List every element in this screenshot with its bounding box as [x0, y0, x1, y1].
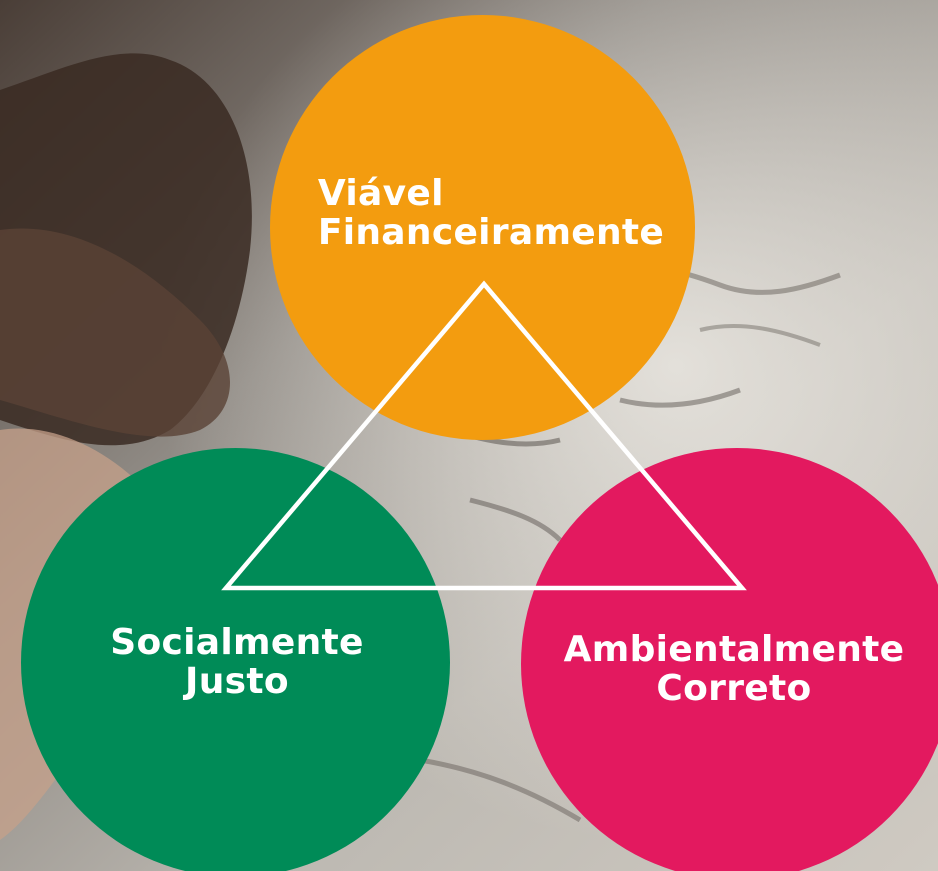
- financial-label-line-2: Financeiramente: [317, 212, 665, 253]
- financial-label: Viável Financeiramente: [318, 174, 664, 252]
- financial-label-line-1: Viável: [317, 173, 444, 214]
- environmental-label-line-1: Ambientalmente: [563, 629, 905, 670]
- social-label-line-1: Socialmente: [110, 622, 364, 663]
- social-label-line-2: Justo: [185, 661, 289, 702]
- environmental-label-line-2: Correto: [656, 668, 812, 709]
- environmental-label: Ambientalmente Correto: [564, 630, 905, 708]
- social-label: Socialmente Justo: [110, 623, 363, 701]
